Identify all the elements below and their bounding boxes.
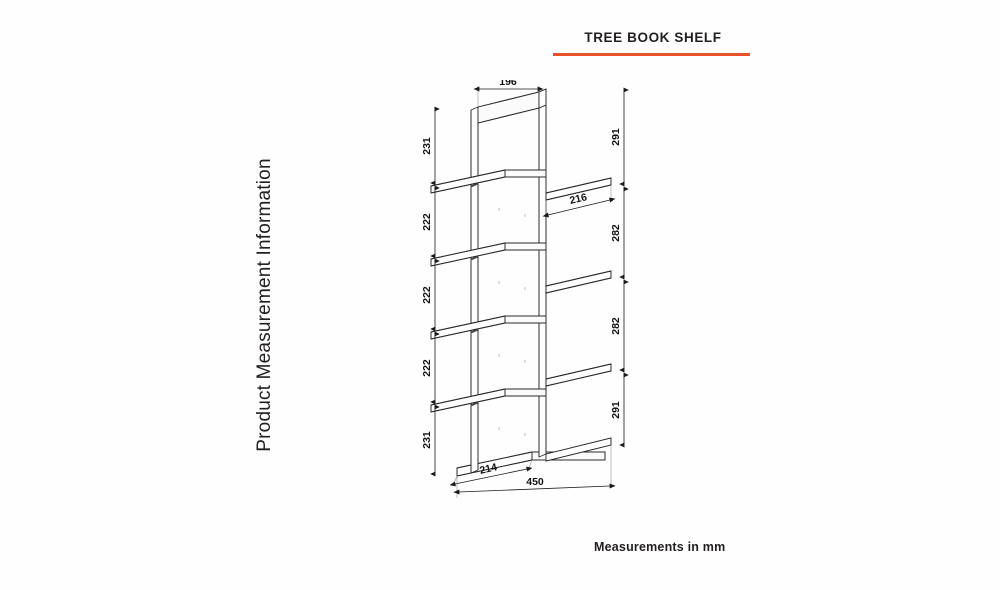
side-label: Product Measurement Information — [254, 158, 275, 452]
left-shelf-3 — [430, 315, 547, 340]
footer-caption: Measurements in mm — [594, 540, 726, 554]
dim-value-left-4: 222 — [421, 359, 433, 377]
shelf-body — [430, 88, 612, 477]
dim-value-base-width: 450 — [526, 476, 544, 488]
page-title-block: TREE BOOK SHELF — [553, 30, 753, 57]
dimension-base-width: 450 — [453, 445, 616, 498]
dim-value-right-2: 282 — [610, 224, 622, 242]
right-shelf-3 — [545, 363, 612, 387]
dim-value-right-shelf-width: 216 — [568, 191, 588, 207]
dim-value-right-4: 291 — [610, 401, 622, 419]
dimension-right-column: 291 282 282 291 — [610, 87, 629, 448]
center-spine-panel — [538, 104, 547, 458]
dim-value-left-2: 222 — [421, 213, 433, 231]
left-divider-4 — [470, 329, 479, 406]
left-shelf-4 — [430, 388, 547, 413]
technical-drawing: 196 231 222 222 222 231 291 282 — [415, 80, 655, 525]
dim-value-right-3: 282 — [610, 317, 622, 335]
top-back-panel — [477, 88, 547, 124]
right-shelf-1 — [545, 177, 612, 201]
dimension-top-width: 196 — [473, 80, 544, 107]
left-divider-1 — [470, 106, 479, 187]
dimension-right-shelf-width: 216 — [542, 185, 616, 218]
dim-value-left-1: 231 — [421, 137, 433, 155]
dim-value-top-width: 196 — [499, 80, 517, 88]
left-divider-3 — [470, 256, 479, 333]
dim-value-left-5: 231 — [421, 431, 433, 449]
dimension-base-depth: 214 — [449, 459, 533, 487]
dim-value-left-3: 222 — [421, 286, 433, 304]
left-divider-2 — [470, 183, 479, 260]
dim-value-base-depth: 214 — [478, 461, 498, 477]
left-shelf-2 — [430, 242, 547, 267]
dim-value-right-1: 291 — [610, 128, 622, 146]
page-title: TREE BOOK SHELF — [584, 30, 722, 45]
dimension-left-column: 231 222 222 222 231 — [421, 106, 440, 477]
left-shelf-1 — [430, 169, 547, 194]
left-divider-5 — [470, 402, 479, 474]
hardware-marks — [498, 208, 526, 436]
right-shelf-2 — [545, 270, 612, 294]
shelf-drawing-svg: 196 231 222 222 222 231 291 282 — [421, 80, 629, 498]
title-underline-rule — [553, 53, 750, 57]
